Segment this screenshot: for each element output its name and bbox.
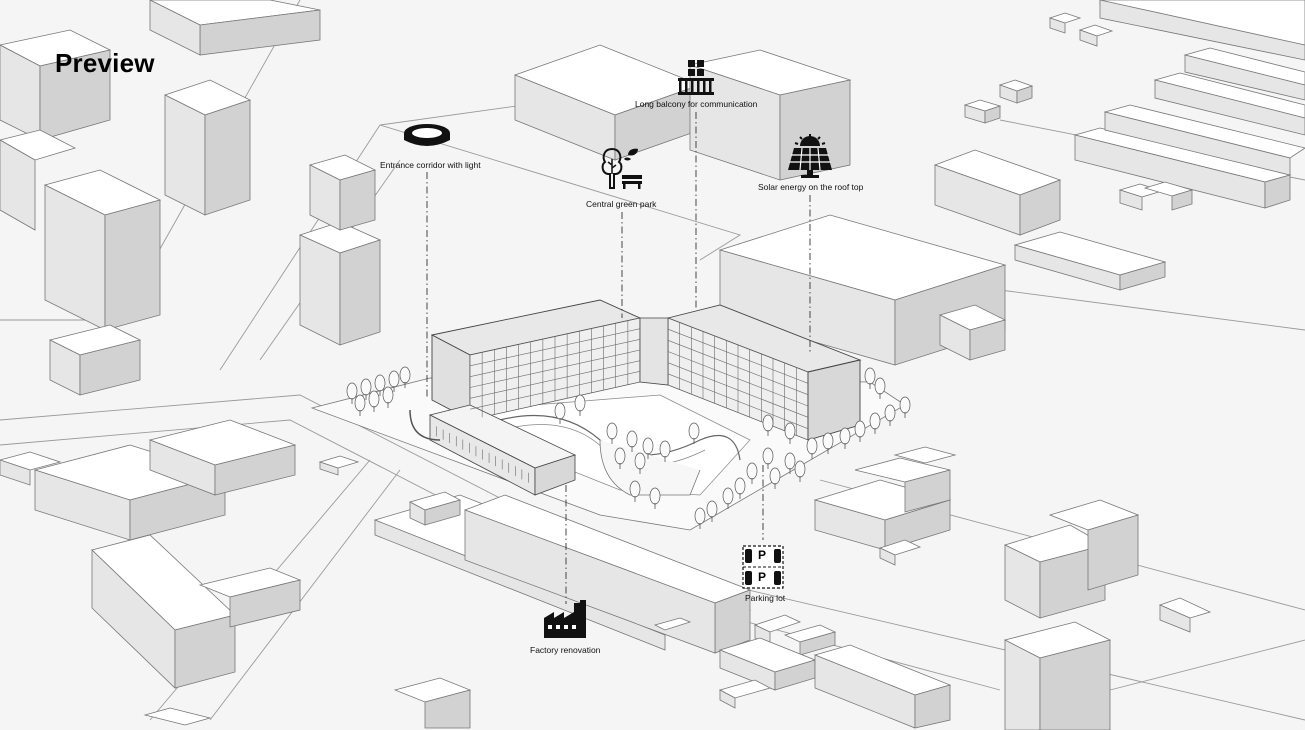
tree — [346, 382, 358, 404]
callout-balcony-label: Long balcony for communication — [635, 99, 758, 109]
tree — [794, 460, 806, 482]
tree — [688, 422, 700, 444]
tree-bench-icon — [601, 147, 642, 189]
tree — [784, 422, 796, 444]
callout-green-park-label: Central green park — [586, 199, 657, 209]
tree — [626, 430, 638, 452]
tree — [354, 394, 366, 416]
parking-letter-top: P — [758, 548, 767, 562]
tree — [854, 420, 866, 442]
tree — [634, 452, 646, 474]
parking-lot-icon: P P — [742, 545, 784, 589]
solar-panel-icon — [788, 134, 832, 178]
tree — [734, 477, 746, 499]
tree — [388, 370, 400, 392]
tree — [649, 487, 661, 509]
tree — [874, 377, 886, 399]
tree — [762, 447, 774, 469]
parking-grid-icon — [742, 545, 784, 589]
callout-leaders — [426, 112, 811, 604]
tree — [839, 427, 851, 449]
tree — [706, 500, 718, 522]
tree — [806, 437, 818, 459]
parking-letter-bottom: P — [758, 570, 767, 584]
tree — [360, 378, 372, 400]
tree — [869, 412, 881, 434]
tree — [822, 432, 834, 454]
tree — [554, 402, 566, 424]
callout-entrance-label: Entrance corridor with light — [380, 160, 481, 170]
balcony-building-icon — [678, 60, 714, 95]
tree — [368, 390, 380, 412]
tree — [574, 394, 586, 416]
tree — [374, 374, 386, 396]
tree — [399, 366, 411, 388]
callout-parking-label: Parking lot — [745, 593, 786, 603]
stadium-ring-icon — [404, 124, 450, 146]
tree — [629, 480, 641, 502]
tree — [784, 452, 796, 474]
callout-factory-label: Factory renovation — [530, 645, 601, 655]
site-trees — [346, 366, 911, 529]
factory-icon — [544, 600, 586, 638]
callout-solar-label: Solar energy on the roof top — [758, 182, 864, 192]
tree — [614, 447, 626, 469]
tree — [864, 367, 876, 389]
tree — [606, 422, 618, 444]
tree — [694, 507, 706, 529]
tree — [642, 437, 654, 459]
tree — [382, 386, 394, 408]
facade-windows — [436, 320, 809, 483]
tree — [746, 462, 758, 484]
preview-title: Preview — [55, 48, 155, 78]
tree — [769, 467, 781, 489]
tree — [899, 396, 911, 418]
tree — [722, 487, 734, 509]
tree — [762, 414, 774, 436]
tree — [884, 404, 896, 426]
tree — [659, 440, 671, 462]
